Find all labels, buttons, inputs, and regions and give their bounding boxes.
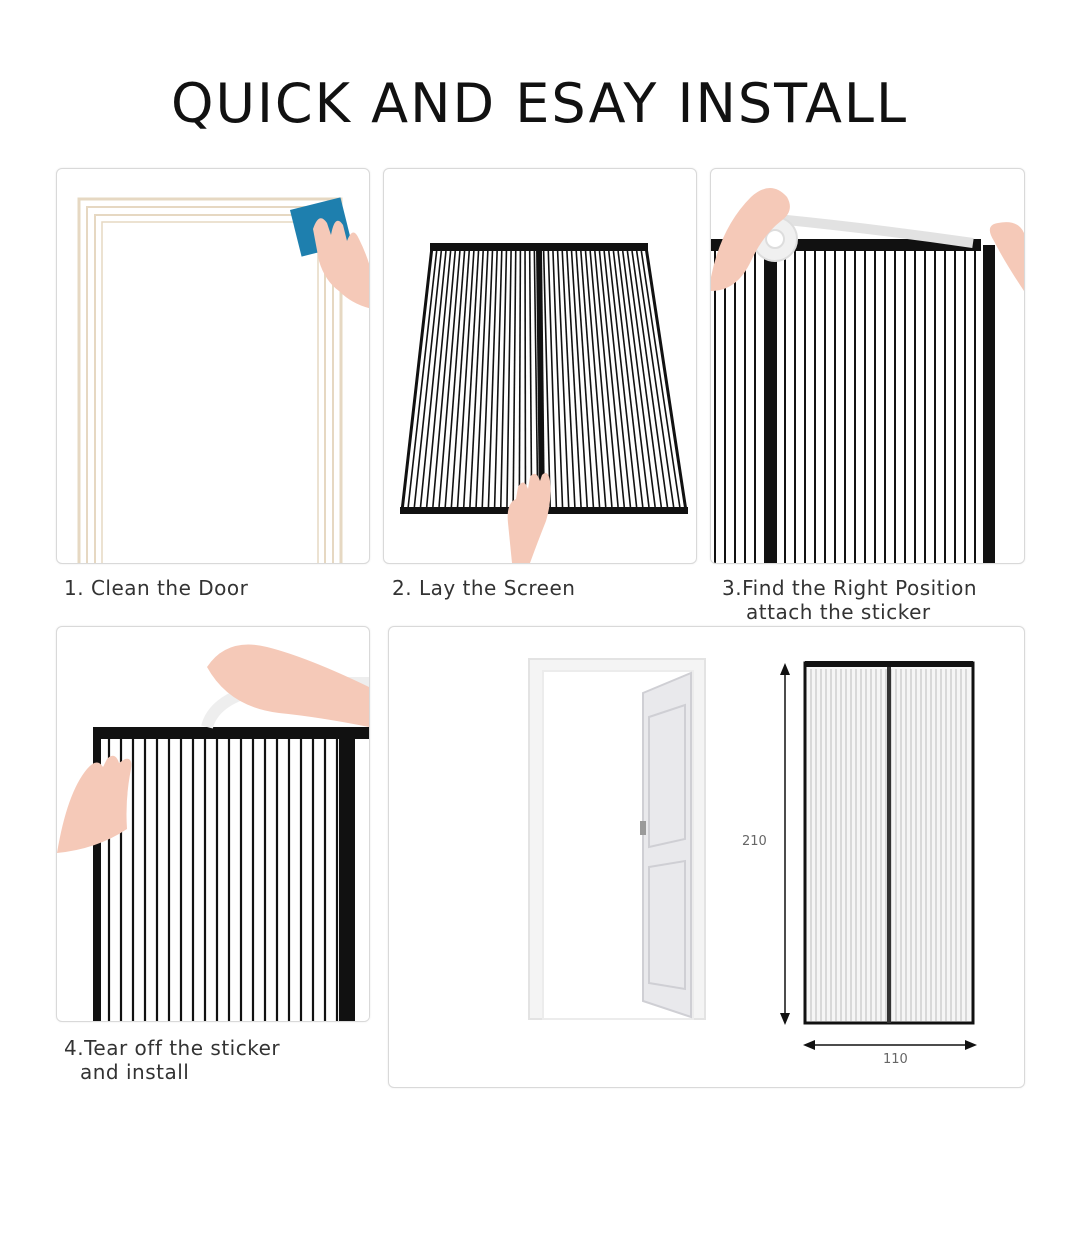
step-1-caption-line: 1. Clean the Door xyxy=(64,576,249,600)
hand-icon xyxy=(57,644,369,853)
mesh-line xyxy=(612,250,644,508)
hand-icon xyxy=(313,218,369,309)
mesh-line xyxy=(493,250,503,508)
height-arrow xyxy=(780,663,790,1025)
mesh-line xyxy=(432,250,457,508)
step-3-illustration xyxy=(710,168,1025,564)
step-4-illustration xyxy=(56,626,370,1022)
screen-mesh xyxy=(93,727,369,1021)
mesh-line xyxy=(469,250,484,508)
mesh-line xyxy=(631,250,669,508)
mesh-line xyxy=(438,250,461,508)
step-3-caption: 3.Find the Right Position attach the sti… xyxy=(722,576,977,624)
mesh-line xyxy=(487,250,498,508)
step-2-caption: 2. Lay the Screen xyxy=(392,576,575,600)
mesh-line xyxy=(626,250,663,508)
mesh-line xyxy=(413,250,443,508)
mesh-line xyxy=(607,250,638,508)
step-1-illustration xyxy=(56,168,370,564)
mesh-line xyxy=(580,250,601,508)
mesh-line xyxy=(566,250,582,508)
mesh-line xyxy=(617,250,650,508)
page-title: QUICK AND ESAY INSTALL xyxy=(170,72,909,135)
mesh-line xyxy=(499,250,508,508)
step-4-caption-line-2: and install xyxy=(80,1060,190,1084)
mesh-line xyxy=(556,250,570,508)
mesh-line xyxy=(425,250,452,508)
mesh-line xyxy=(512,250,517,508)
step-2-caption-line: 2. Lay the Screen xyxy=(392,576,576,600)
mesh-line xyxy=(635,250,675,508)
screen-mesh xyxy=(400,243,688,514)
magnetic-screen-door xyxy=(803,661,975,1025)
mesh-line xyxy=(547,250,558,508)
hand-icon xyxy=(711,188,1024,291)
mesh-line xyxy=(528,250,533,508)
mesh-line xyxy=(640,250,681,508)
mesh-line xyxy=(419,250,447,508)
dimensions-illustration: 210 110 xyxy=(388,626,1025,1088)
mesh-line xyxy=(462,250,480,508)
step-3-caption-line-2: attach the sticker xyxy=(746,600,931,624)
step-2-illustration xyxy=(383,168,697,564)
mesh-line xyxy=(561,250,576,508)
mesh-line xyxy=(533,250,539,508)
mesh-line xyxy=(589,250,613,508)
mesh-line xyxy=(552,250,564,508)
mesh-line xyxy=(444,250,466,508)
mesh-line xyxy=(407,250,438,508)
step-4-caption: 4.Tear off the sticker and install xyxy=(64,1036,280,1084)
mesh-line xyxy=(575,250,595,508)
width-arrow xyxy=(803,1040,977,1050)
step-3-caption-line-1: 3.Find the Right Position xyxy=(722,576,977,600)
mesh-line xyxy=(598,250,626,508)
mesh-line xyxy=(621,250,656,508)
mesh-line xyxy=(475,250,489,508)
mesh-line xyxy=(450,250,471,508)
step-4-caption-line-1: 4.Tear off the sticker xyxy=(64,1036,281,1060)
mesh-line xyxy=(456,250,475,508)
door-frame xyxy=(77,197,343,563)
mesh-line xyxy=(570,250,589,508)
height-label: 210 xyxy=(742,834,767,849)
step-1-caption: 1. Clean the Door xyxy=(64,576,248,600)
mesh-line xyxy=(518,250,522,508)
mesh-line xyxy=(481,250,494,508)
mesh-line xyxy=(594,250,619,508)
mesh-line xyxy=(584,250,607,508)
hand-icon xyxy=(507,473,551,563)
width-label: 110 xyxy=(883,1052,908,1067)
open-door-icon xyxy=(528,658,706,1020)
mesh-line xyxy=(506,250,512,508)
screen-mesh xyxy=(711,239,995,563)
mesh-line xyxy=(603,250,632,508)
mesh-line xyxy=(542,250,551,508)
